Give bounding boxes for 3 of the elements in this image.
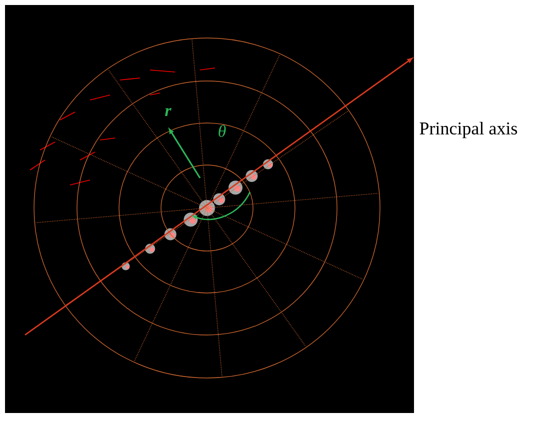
variable-label: r	[165, 108, 172, 116]
axis-label: Principal axis	[420, 122, 518, 138]
variable-label: θ	[218, 124, 226, 138]
